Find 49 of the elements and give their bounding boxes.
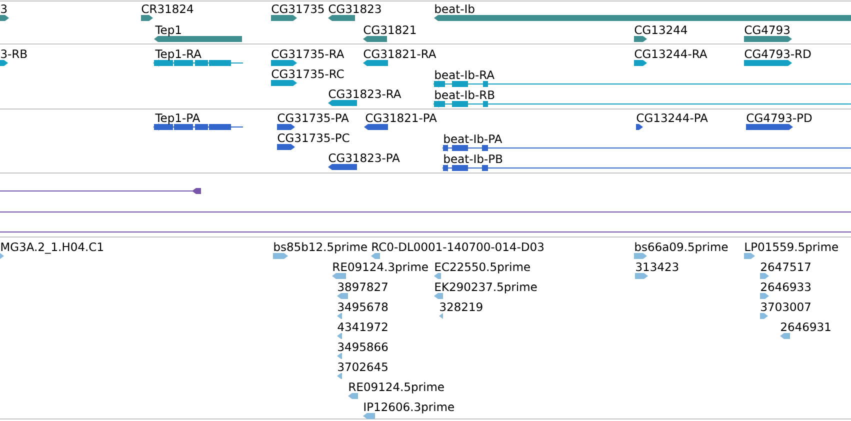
gene-feature: 3495678	[337, 302, 388, 319]
gene-feature: RE09124.5prime	[348, 382, 444, 399]
gene-feature: RE09124.3prime	[332, 262, 428, 279]
gene-feature: CG13244-RA	[634, 49, 708, 66]
gene-feature: CG31735-PC	[277, 133, 350, 150]
gene-feature: 3703007	[760, 302, 810, 319]
gene-feature: 2646931	[780, 322, 830, 339]
gene-feature: 2647517	[760, 262, 810, 279]
gene-feature: CG31821-RA	[363, 49, 436, 66]
gene-feature: EC22550.5prime	[434, 262, 530, 279]
gene-feature: CG31821-PA	[364, 113, 437, 130]
gene-feature: beat-Ib-PB	[442, 154, 851, 172]
gene-feature: 3-RB	[0, 49, 27, 66]
gene-feature: CG31823-PA	[328, 153, 400, 170]
gene-feature: CG31735-PA	[277, 113, 349, 130]
gene-feature: 3702645	[337, 362, 388, 379]
gene-feature: CG31735-RC	[271, 69, 344, 86]
gene-feature: EK290237.5prime	[434, 282, 537, 299]
gene-feature: beat-Ib-RA	[433, 70, 851, 88]
gene-feature: RC0-DL0001-140700-014-D03	[371, 242, 544, 259]
gene-feature: CG13244	[634, 25, 688, 42]
gene-feature: bs66a09.5prime	[634, 242, 728, 259]
gene-feature: CG31735	[271, 4, 324, 21]
gene-feature: Tep1-RA	[153, 50, 244, 66]
gene-feature: CG4793-PD	[746, 113, 812, 130]
gene-feature: 328219	[439, 302, 482, 319]
gene-feature: 3	[0, 4, 9, 21]
gene-feature: CG13244-PA	[636, 113, 708, 130]
gene-feature: CG31823-RA	[328, 89, 402, 106]
gene-feature: CG4793	[744, 25, 792, 42]
gene-feature: Tep1-PA	[153, 114, 244, 130]
gene-feature: 4341972	[337, 322, 388, 339]
gene-feature: CG31735-RA	[271, 49, 344, 66]
gene-feature: CG31823	[328, 4, 381, 21]
gene-feature: beat-Ib-PA	[442, 134, 851, 152]
gene-feature: LP01559.5prime	[744, 242, 838, 259]
gene-feature: beat-Ib	[434, 4, 851, 21]
gene-feature: IP12606.3prime	[363, 402, 454, 419]
gene-feature: bs85b12.5prime	[273, 242, 367, 259]
gene-feature: Tep1	[154, 26, 242, 42]
gene-feature: CR31824	[141, 4, 194, 21]
gene-feature: CG31821	[363, 25, 416, 42]
gene-feature: MG3A.2_1.H04.C1	[0, 242, 103, 259]
gene-feature: 3495866	[337, 342, 388, 359]
gene-feature: 3897827	[337, 282, 388, 299]
gene-feature: CG4793-RD	[744, 49, 811, 66]
gene-feature: 313423	[635, 262, 678, 279]
gene-feature: 2646933	[760, 282, 810, 299]
gene-feature: beat-Ib-RB	[433, 90, 851, 108]
